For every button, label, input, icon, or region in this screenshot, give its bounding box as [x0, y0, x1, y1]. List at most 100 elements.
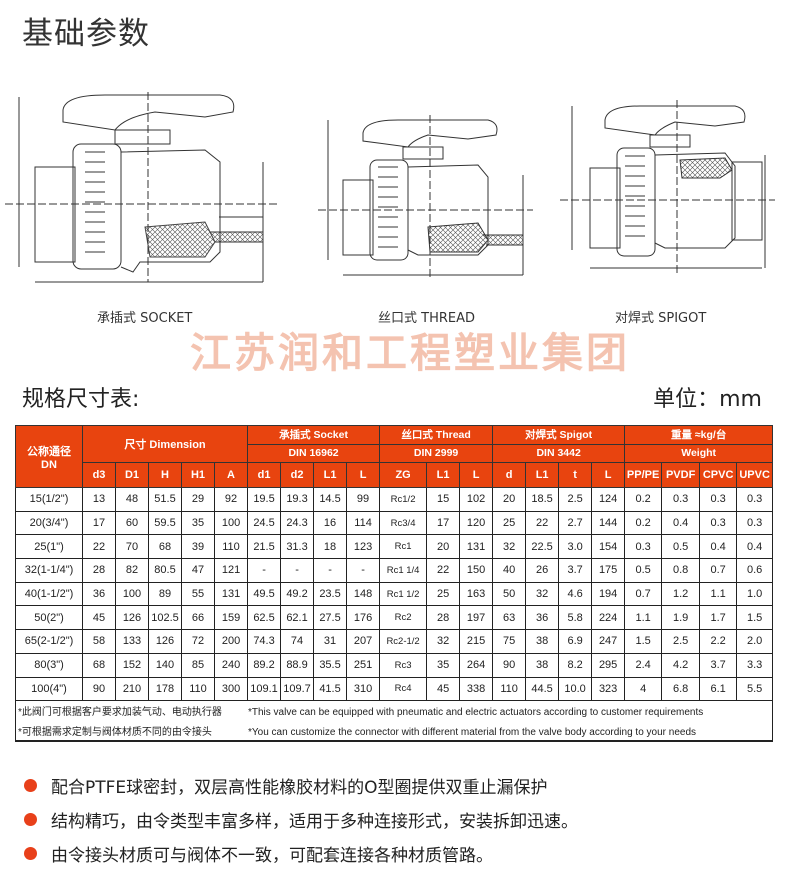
table-cell: 124: [591, 487, 626, 512]
table-cell: 0.7: [624, 581, 663, 607]
table-cell: 0.4: [661, 510, 701, 536]
table-cell: 1.7: [699, 605, 738, 631]
feature-item: 配合PTFE球密封，双层高性能橡胶材料的O型圈提供双重止漏保护: [24, 768, 578, 802]
dimension-group-header: 尺寸 Dimension: [81, 425, 249, 463]
table-cell: Rc1: [379, 534, 428, 560]
table-cell: 121: [213, 558, 249, 583]
table-cell: -: [280, 558, 315, 583]
table-cell: 13: [82, 487, 116, 512]
table-cell: 0.3: [736, 510, 774, 536]
table-cell: 215: [459, 629, 494, 654]
table-cell: 4.2: [661, 652, 701, 678]
table-cell: Rc2-1/2: [379, 629, 428, 654]
table-cell: 0.6: [736, 558, 774, 583]
column-header: L: [346, 462, 381, 488]
table-cell: 59.5: [148, 510, 182, 536]
table-cell: 25: [426, 581, 461, 607]
table-cell: 126: [115, 605, 149, 631]
table-cell: 247: [591, 629, 626, 654]
feature-text: 结构精巧，由令类型丰富多样，适用于多种连接形式，安装拆卸迅速。: [51, 811, 578, 832]
table-cell: 10.0: [558, 676, 593, 702]
dn-cell: 15(1/2"): [15, 487, 83, 512]
note-en: *You can customize the connector with di…: [248, 726, 697, 738]
table-cell: 18.5: [525, 487, 560, 512]
table-cell: 35.5: [313, 652, 348, 678]
table-cell: -: [346, 558, 381, 583]
table-cell: 178: [148, 676, 182, 702]
column-header: UPVC: [736, 462, 774, 488]
table-cell: 14.5: [313, 487, 348, 512]
table-cell: 31.3: [280, 534, 315, 560]
table-cell: 50: [492, 581, 527, 607]
spigot-caption: 对焊式 SPIGOT: [615, 311, 707, 326]
weight-group-header: 重量 ≈kg/台: [624, 425, 774, 445]
dn-cell: 25(1"): [15, 534, 83, 560]
table-cell: 102: [459, 487, 494, 512]
table-cell: 36: [82, 581, 116, 607]
feature-item: 由令接头材质可与阀体不一致，可配套连接各种材质管路。: [24, 836, 578, 870]
table-cell: 5.8: [558, 605, 593, 631]
spigot-group-header: 对焊式 Spigot: [492, 425, 626, 445]
table-cell: 3.3: [736, 652, 774, 678]
table-cell: 75: [492, 629, 527, 654]
table-cell: 0.2: [624, 510, 663, 536]
table-cell: 44.5: [525, 676, 560, 702]
table-cell: 150: [459, 558, 494, 583]
table-cell: 4: [624, 676, 663, 702]
table-cell: 210: [115, 676, 149, 702]
table-cell: 19.3: [280, 487, 315, 512]
table-cell: 133: [115, 629, 149, 654]
table-cell: 114: [346, 510, 381, 536]
table-cell: 41.5: [313, 676, 348, 702]
table-cell: 70: [115, 534, 149, 560]
table-cell: 27.5: [313, 605, 348, 631]
table-cell: 89: [148, 581, 182, 607]
table-cell: 39: [181, 534, 215, 560]
column-header: t: [558, 462, 593, 488]
table-cell: 38: [525, 652, 560, 678]
table-cell: 17: [82, 510, 116, 536]
table-cell: 1.2: [661, 581, 701, 607]
table-cell: 176: [346, 605, 381, 631]
note-cell: *此阀门可根据客户要求加装气动、电动执行器*This valve can be …: [14, 700, 774, 721]
bullet-dot-icon: [24, 812, 37, 826]
table-cell: Rc2: [379, 605, 428, 631]
note-row: *此阀门可根据客户要求加装气动、电动执行器*This valve can be …: [14, 700, 774, 721]
column-header: L1: [426, 462, 461, 488]
table-cell: 82: [115, 558, 149, 583]
column-header: PVDF: [661, 462, 701, 488]
table-cell: 100: [115, 581, 149, 607]
table-cell: 1.5: [624, 629, 663, 654]
table-cell: 68: [148, 534, 182, 560]
table-cell: 22: [426, 558, 461, 583]
feature-text: 配合PTFE球密封，双层高性能橡胶材料的O型圈提供双重止漏保护: [51, 777, 548, 798]
dn-header-cn: 公称通径: [27, 445, 71, 458]
table-cell: 1.9: [661, 605, 701, 631]
table-cell: Rc1/2: [379, 487, 428, 512]
table-cell: 92: [213, 487, 249, 512]
table-cell: 21.5: [247, 534, 282, 560]
table-cell: 66: [181, 605, 215, 631]
table-cell: 310: [346, 676, 381, 702]
table-cell: 0.3: [736, 487, 774, 512]
table-cell: 0.4: [699, 534, 738, 560]
table-cell: 0.3: [699, 510, 738, 536]
spigot-valve-drawing: [560, 100, 775, 275]
thread-valve-drawing: [318, 115, 533, 280]
table-cell: 224: [591, 605, 626, 631]
table-cell: 85: [181, 652, 215, 678]
column-header: L1: [313, 462, 348, 488]
table-cell: Rc3: [379, 652, 428, 678]
table-cell: 110: [181, 676, 215, 702]
table-cell: 0.5: [661, 534, 701, 560]
table-cell: 1.0: [736, 581, 774, 607]
table-cell: 3.7: [558, 558, 593, 583]
table-cell: 20: [492, 487, 527, 512]
table-cell: 29: [181, 487, 215, 512]
table-cell: 2.2: [699, 629, 738, 654]
table-cell: 17: [426, 510, 461, 536]
table-cell: 80.5: [148, 558, 182, 583]
